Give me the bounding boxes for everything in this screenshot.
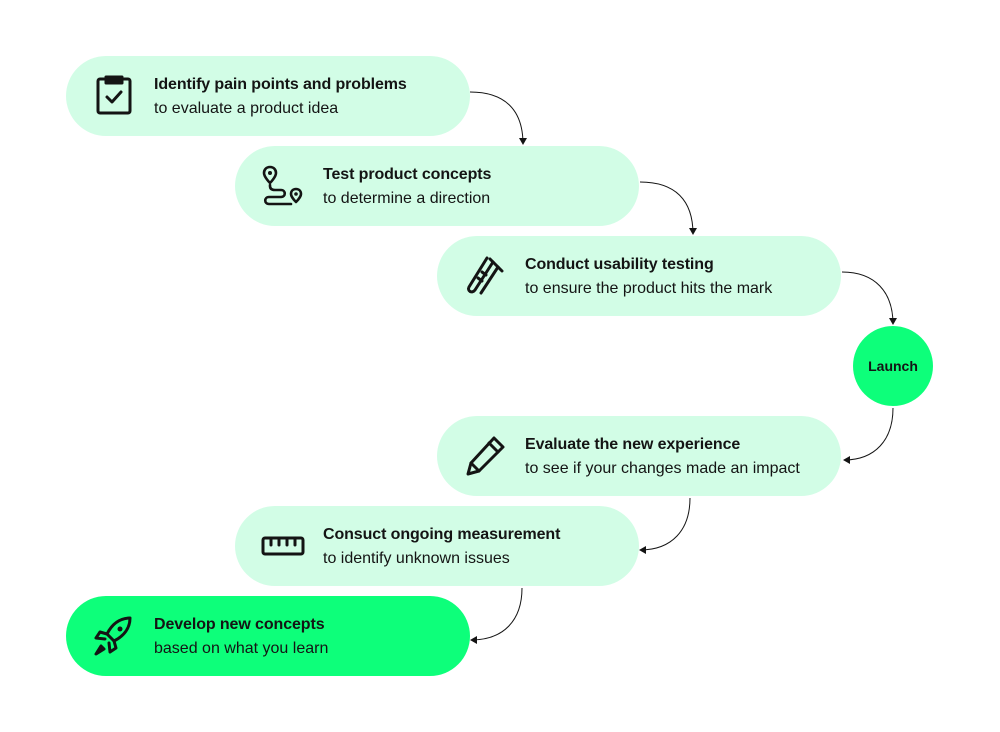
step-title: Conduct usability testing bbox=[525, 256, 714, 273]
connector-arrow-4 bbox=[843, 407, 894, 464]
launch-milestone: Launch bbox=[853, 326, 933, 406]
step-ongoing-measurement: Consuct ongoing measurement to identify … bbox=[235, 506, 639, 586]
step-title: Develop new concepts bbox=[154, 616, 325, 633]
connector-arrow-1 bbox=[469, 91, 527, 145]
clipboard-check-icon bbox=[92, 74, 136, 118]
connector-arrow-2 bbox=[639, 181, 697, 235]
step-subtitle: to evaluate a product idea bbox=[154, 100, 339, 117]
connector-arrow-3 bbox=[841, 271, 897, 325]
route-icon bbox=[261, 164, 305, 208]
connector-arrow-5 bbox=[639, 497, 691, 554]
step-test-product-concepts: Test product concepts to determine a dir… bbox=[235, 146, 639, 226]
step-evaluate-experience: Evaluate the new experience to see if yo… bbox=[437, 416, 841, 496]
step-develop-new-concepts: Develop new concepts based on what you l… bbox=[66, 596, 470, 676]
pencil-icon bbox=[463, 434, 507, 478]
step-title: Identify pain points and problems bbox=[154, 76, 407, 93]
step-subtitle: to ensure the product hits the mark bbox=[525, 280, 773, 297]
step-subtitle: to determine a direction bbox=[323, 190, 491, 207]
step-subtitle: to see if your changes made an impact bbox=[525, 460, 800, 477]
step-title: Test product concepts bbox=[323, 166, 492, 183]
step-usability-testing: Conduct usability testing to ensure the … bbox=[437, 236, 841, 316]
connector-arrow-6 bbox=[470, 587, 523, 644]
step-subtitle: based on what you learn bbox=[154, 640, 329, 657]
step-title: Consuct ongoing measurement bbox=[323, 526, 561, 543]
ruler-icon bbox=[261, 524, 305, 568]
rocket-icon bbox=[92, 614, 136, 658]
step-identify-pain-points: Identify pain points and problems to eva… bbox=[66, 56, 470, 136]
step-subtitle: to identify unknown issues bbox=[323, 550, 510, 567]
test-tube-icon bbox=[463, 254, 507, 298]
step-title: Evaluate the new experience bbox=[525, 436, 741, 453]
